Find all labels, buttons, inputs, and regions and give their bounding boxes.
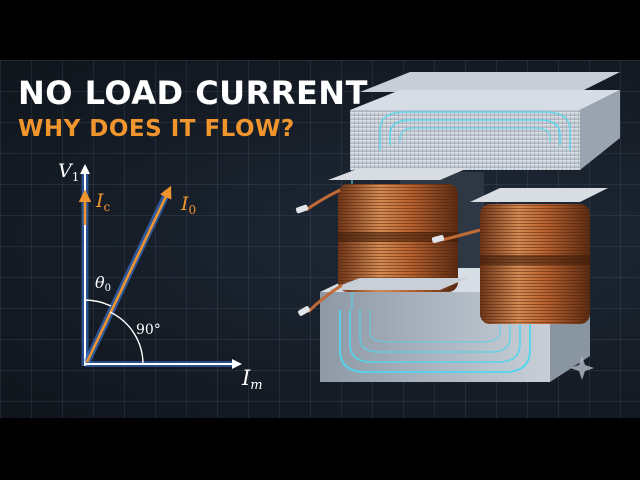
- thumbnail-subtitle: WHY DOES IT FLOW?: [18, 116, 295, 142]
- thumbnail-title: NO LOAD CURRENT: [18, 74, 368, 112]
- sparkle-icon: [570, 356, 594, 380]
- left-coil: [295, 168, 468, 316]
- transformer-illustration: [295, 72, 620, 382]
- theta-label: θ0: [95, 273, 111, 294]
- magnetizing-current-label: Im: [241, 366, 263, 393]
- core-top-yoke: [350, 72, 620, 170]
- right-coil: [431, 188, 608, 324]
- no-load-current-phasor: [85, 185, 172, 363]
- thumbnail-scene: NO LOAD CURRENT WHY DOES IT FLOW?: [0, 60, 640, 418]
- ninety-degree-label: 90°: [136, 322, 161, 338]
- voltage-label: V1: [58, 160, 79, 184]
- theta-arc: [84, 299, 112, 307]
- no-load-current-label: I0: [180, 193, 196, 217]
- ninety-degree-arc: [109, 311, 144, 365]
- core-loss-current-label: Ic: [95, 190, 111, 214]
- phasor-diagram: V1 Ic I0 Im θ0 90°: [58, 160, 263, 393]
